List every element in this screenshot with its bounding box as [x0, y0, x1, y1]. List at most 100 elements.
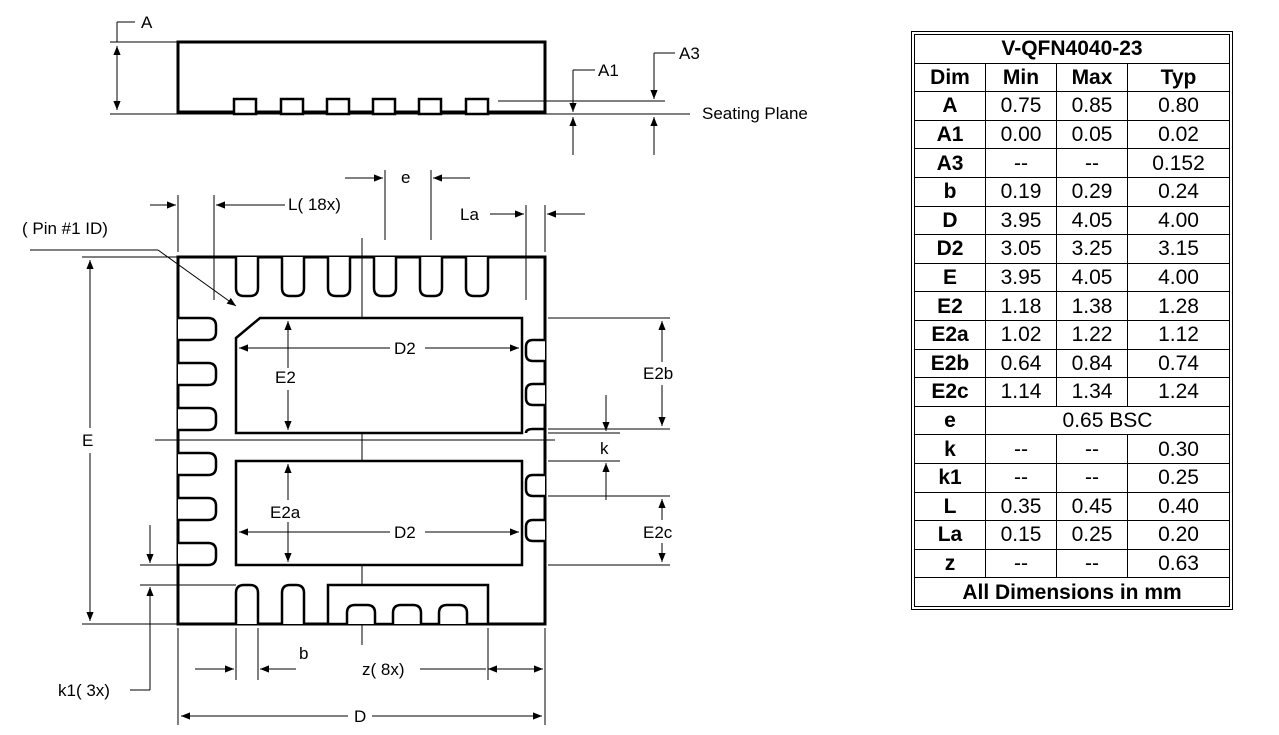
cell-max: 0.05 [1056, 119, 1128, 150]
cell-max: 0.25 [1056, 520, 1128, 550]
cell-max: -- [1056, 434, 1128, 464]
cell-min: 3.05 [985, 234, 1057, 264]
header-min: Min [985, 62, 1057, 93]
cell-dim: D [914, 205, 986, 236]
label-La: La [460, 205, 479, 224]
package-outline-drawing: A A1 A3 Seating Plane [22, 13, 808, 726]
cell-min: 1.02 [985, 319, 1057, 350]
cell-dim: E2b [914, 348, 986, 379]
dimension-table-grid: V-QFN4040-23 Dim Min Max Typ A 0.75 0.85… [914, 34, 1230, 607]
table-title-row: V-QFN4040-23 [914, 34, 1230, 64]
cell-min: -- [985, 548, 1057, 579]
cell-min: 0.64 [985, 348, 1057, 379]
cell-dim: L [914, 491, 986, 522]
cell-min: 3.95 [985, 262, 1057, 293]
cell-dim: b [914, 176, 986, 207]
cell-typ: 0.25 [1127, 462, 1230, 493]
cell-dim: E [914, 262, 986, 293]
cell-max: -- [1056, 462, 1128, 493]
cell-typ: 0.20 [1127, 520, 1230, 550]
cell-dim: E2a [914, 319, 986, 350]
label-e: e [401, 168, 410, 187]
table-row: L 0.35 0.45 0.40 [914, 491, 1230, 522]
cell-dim: La [914, 520, 986, 550]
cell-max: 4.05 [1056, 262, 1128, 293]
cell-max: 1.38 [1056, 291, 1128, 321]
label-E2c: E2c [643, 523, 673, 542]
cell-typ: 1.12 [1127, 319, 1230, 350]
table-footer: All Dimensions in mm [914, 577, 1230, 607]
cell-typ: 4.00 [1127, 262, 1230, 293]
side-view [110, 21, 690, 155]
label-E2a: E2a [270, 503, 301, 522]
cell-dim: A [914, 91, 986, 121]
cell-max: 3.25 [1056, 234, 1128, 264]
header-max: Max [1056, 62, 1128, 93]
table-row: e 0.65 BSC [914, 405, 1230, 436]
header-dim: Dim [914, 62, 986, 93]
table-row: E2a 1.02 1.22 1.12 [914, 319, 1230, 350]
table-row: E2c 1.14 1.34 1.24 [914, 377, 1230, 407]
table-row: D2 3.05 3.25 3.15 [914, 234, 1230, 264]
table-row: E2 1.18 1.38 1.28 [914, 291, 1230, 321]
bottom-view [30, 170, 670, 725]
cell-typ: 0.40 [1127, 491, 1230, 522]
cell-min: -- [985, 434, 1057, 464]
cell-max: 1.34 [1056, 377, 1128, 407]
cell-typ: 0.24 [1127, 176, 1230, 207]
table-header-row: Dim Min Max Typ [914, 62, 1230, 93]
cell-dim: k [914, 434, 986, 464]
cell-dim: E2c [914, 377, 986, 407]
cell-max: 0.29 [1056, 176, 1128, 207]
table-row: z -- -- 0.63 [914, 548, 1230, 579]
header-typ: Typ [1127, 62, 1230, 93]
table-row: A3 -- -- 0.152 [914, 148, 1230, 178]
label-A3: A3 [679, 44, 700, 63]
cell-max: 1.22 [1056, 319, 1128, 350]
table-row: E 3.95 4.05 4.00 [914, 262, 1230, 293]
cell-typ: 0.02 [1127, 119, 1230, 150]
cell-min: -- [985, 462, 1057, 493]
cell-typ: 0.152 [1127, 148, 1230, 178]
cell-min: 1.18 [985, 291, 1057, 321]
table-title: V-QFN4040-23 [914, 34, 1230, 64]
table-footer-row: All Dimensions in mm [914, 577, 1230, 607]
table-row: D 3.95 4.05 4.00 [914, 205, 1230, 236]
cell-min: 0.15 [985, 520, 1057, 550]
cell-max: 0.84 [1056, 348, 1128, 379]
label-A1: A1 [598, 61, 619, 80]
table-row: A1 0.00 0.05 0.02 [914, 119, 1230, 150]
label-z: z( 8x) [362, 660, 405, 679]
label-k: k [600, 439, 609, 458]
label-D2-lower: D2 [394, 523, 416, 542]
label-pin1-id: ( Pin #1 ID) [22, 219, 108, 238]
cell-min: 0.75 [985, 91, 1057, 121]
cell-typ: 0.80 [1127, 91, 1230, 121]
cell-dim: E2 [914, 291, 986, 321]
table-row: k1 -- -- 0.25 [914, 462, 1230, 493]
label-seating-plane: Seating Plane [702, 104, 808, 123]
cell-typ: 1.28 [1127, 291, 1230, 321]
label-A: A [141, 13, 153, 32]
cell-min: 0.35 [985, 491, 1057, 522]
cell-span: 0.65 BSC [985, 405, 1230, 436]
cell-dim: A3 [914, 148, 986, 178]
cell-min: 1.14 [985, 377, 1057, 407]
cell-min: -- [985, 148, 1057, 178]
label-b: b [299, 644, 308, 663]
cell-max: -- [1056, 148, 1128, 178]
cell-typ: 4.00 [1127, 205, 1230, 236]
cell-dim: z [914, 548, 986, 579]
label-D2-upper: D2 [394, 339, 416, 358]
cell-typ: 1.24 [1127, 377, 1230, 407]
cell-max: -- [1056, 548, 1128, 579]
table-row: La 0.15 0.25 0.20 [914, 520, 1230, 550]
cell-typ: 0.63 [1127, 548, 1230, 579]
cell-dim: e [914, 405, 986, 436]
cell-typ: 0.30 [1127, 434, 1230, 464]
cell-max: 4.05 [1056, 205, 1128, 236]
table-row: A 0.75 0.85 0.80 [914, 91, 1230, 121]
cell-min: 0.00 [985, 119, 1057, 150]
label-L: L( 18x) [288, 195, 341, 214]
cell-dim: D2 [914, 234, 986, 264]
